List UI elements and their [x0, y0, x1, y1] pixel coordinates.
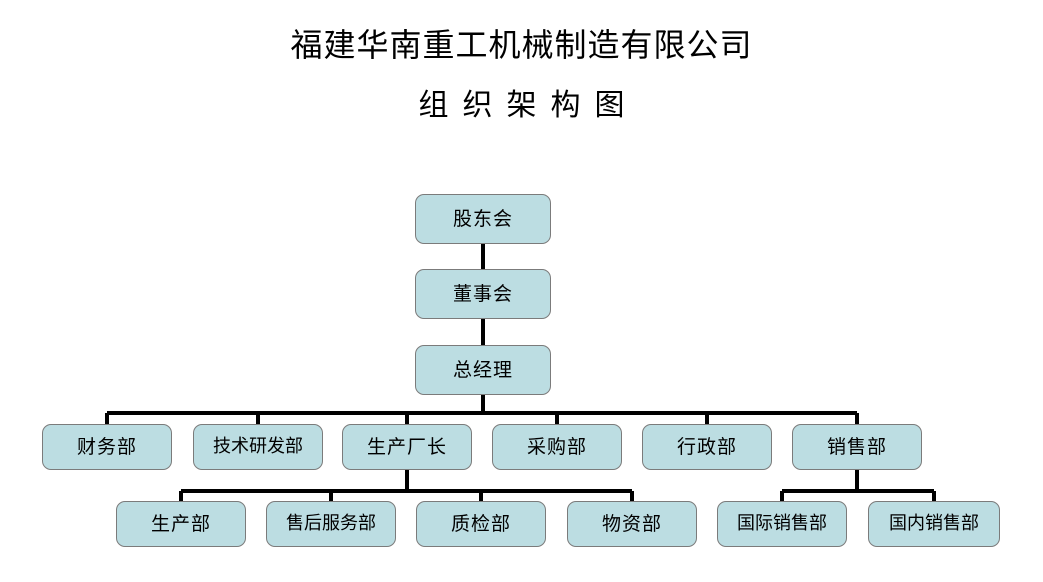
node-production-manager[interactable]: 生产厂长 — [342, 424, 472, 470]
node-label: 董事会 — [452, 282, 513, 305]
node-label: 国内销售部 — [889, 513, 979, 534]
node-label: 销售部 — [826, 435, 887, 458]
node-sales-department[interactable]: 销售部 — [792, 424, 922, 470]
node-international-sales-department[interactable]: 国际销售部 — [717, 501, 847, 547]
node-production-department[interactable]: 生产部 — [116, 501, 246, 547]
node-rnd-department[interactable]: 技术研发部 — [193, 424, 323, 470]
company-name-title: 福建华南重工机械制造有限公司 — [290, 26, 753, 64]
node-label: 技术研发部 — [213, 436, 303, 457]
node-general-manager[interactable]: 总经理 — [415, 345, 551, 395]
node-label: 总经理 — [452, 358, 513, 381]
node-finance-department[interactable]: 财务部 — [42, 424, 172, 470]
chart-subtitle: 组织架构图 — [418, 88, 639, 123]
node-label: 物资部 — [601, 512, 662, 535]
node-board-of-directors[interactable]: 董事会 — [415, 269, 551, 319]
node-label: 财务部 — [76, 435, 137, 458]
node-label: 生产部 — [150, 512, 211, 535]
node-label: 售后服务部 — [286, 513, 376, 534]
node-shareholders-meeting[interactable]: 股东会 — [415, 194, 551, 244]
node-after-sales-service-department[interactable]: 售后服务部 — [266, 501, 396, 547]
node-label: 生产厂长 — [366, 435, 447, 458]
node-administration-department[interactable]: 行政部 — [642, 424, 772, 470]
chart-title-block: 福建华南重工机械制造有限公司 组织架构图 — [0, 22, 1043, 128]
node-purchasing-department[interactable]: 采购部 — [492, 424, 622, 470]
node-label: 行政部 — [676, 435, 737, 458]
node-materials-department[interactable]: 物资部 — [567, 501, 697, 547]
node-label: 质检部 — [450, 512, 511, 535]
node-domestic-sales-department[interactable]: 国内销售部 — [868, 501, 1000, 547]
node-quality-inspection-department[interactable]: 质检部 — [416, 501, 546, 547]
node-label: 股东会 — [452, 207, 513, 230]
node-label: 采购部 — [526, 435, 587, 458]
node-label: 国际销售部 — [737, 513, 827, 534]
